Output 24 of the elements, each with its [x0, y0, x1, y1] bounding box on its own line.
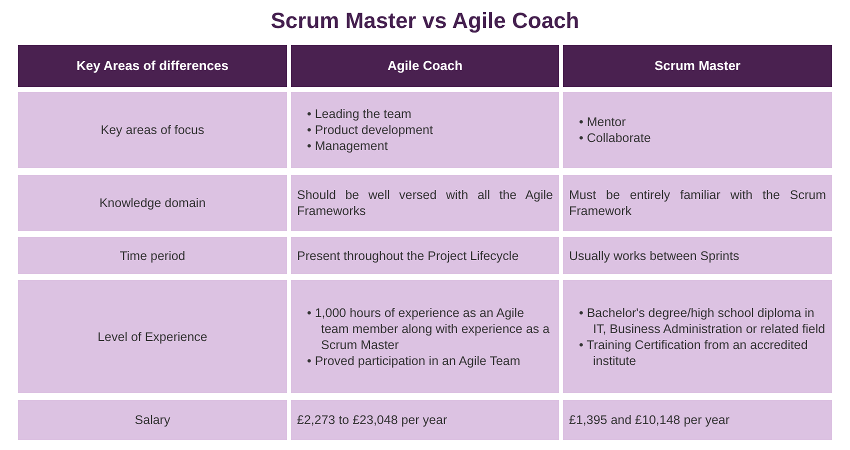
header-cell: Key Areas of differences — [18, 45, 287, 87]
table-cell: Level of Experience — [18, 280, 287, 393]
table-cell: Salary — [18, 400, 287, 440]
header-cell: Agile Coach — [291, 45, 559, 87]
cell-text: £2,273 to £23,048 per year — [297, 412, 448, 428]
list-item: • Product development — [307, 122, 433, 138]
list-item: • Training Certification from an accredited institute — [579, 336, 809, 368]
list-item: • 1,000 hours of experience as an Agile team member along with experience as a Scrum Master — [307, 304, 551, 352]
list-item: • Proved participation in an Agile Team — [307, 352, 522, 368]
cell-text: £1,395 and £10,148 per year — [569, 412, 731, 428]
list-item: • Bachelor's degree/high school diploma in IT, Business Administration or related field — [579, 304, 826, 336]
cell-text: Should be well versed with all the Agile Frameworks — [297, 187, 553, 219]
table-cell: Key areas of focus — [18, 92, 287, 168]
title: Scrum Master vs Agile Coach — [270, 8, 580, 34]
list-item: • Mentor — [579, 114, 627, 130]
header-cell: Scrum Master — [563, 45, 832, 87]
list-item: • Collaborate — [579, 130, 652, 146]
table-cell: Time period — [18, 237, 287, 274]
table-cell: Knowledge domain — [18, 175, 287, 231]
cell-text: Present throughout the Project Lifecycle — [297, 248, 520, 264]
list-item: • Leading the team — [307, 106, 412, 122]
cell-text: Usually works between Sprints — [569, 248, 740, 264]
list-item: • Management — [307, 138, 389, 154]
cell-text: Must be entirely familiar with the Scrum Framework — [569, 187, 826, 219]
